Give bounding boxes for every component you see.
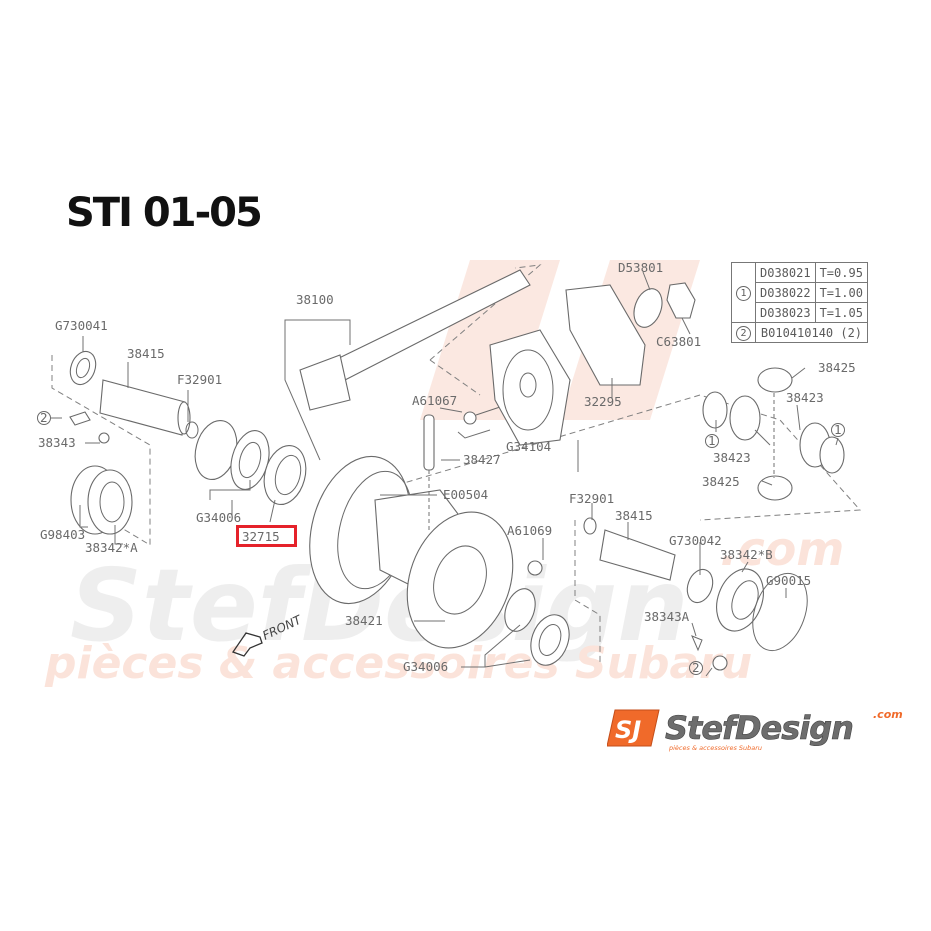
callout-1: 1 [736, 285, 751, 301]
label-C63801: C63801 [656, 334, 701, 349]
shim-thickness: T=1.00 [814, 282, 868, 303]
shim-part: D038021 [755, 262, 816, 283]
label-E00504: E00504 [443, 487, 488, 502]
table-row: 1 D038021 T=0.95 [731, 262, 868, 323]
label-38342B: 38342*B [720, 547, 773, 562]
label-32715: 32715 [242, 529, 280, 544]
logo-tagline: pièces & accessoires Subaru [668, 744, 762, 752]
label-38425-bottom: 38425 [702, 474, 740, 489]
label-38427: 38427 [463, 452, 501, 467]
callout-2-right: 2 [692, 660, 700, 675]
label-D53801: D53801 [618, 260, 663, 275]
logo-mark: SJ [615, 716, 641, 744]
label-38423-left: 38423 [713, 450, 751, 465]
shim-thickness: T=1.05 [814, 302, 868, 323]
label-G730042: G730042 [669, 533, 722, 548]
watermark-tagline: pièces & accessoires Subaru [44, 638, 752, 689]
callout-1-right: 1 [834, 422, 842, 437]
shim-table: 1 D038021 T=0.95 D038022 T=1.00 D038023 … [731, 262, 868, 343]
label-32295: 32295 [584, 394, 622, 409]
label-38342A: 38342*A [85, 540, 138, 555]
label-38415: 38415 [127, 346, 165, 361]
table-row: D038022 T=1.00 [732, 282, 868, 303]
label-G90015: G90015 [766, 573, 811, 588]
label-38100: 38100 [296, 292, 334, 307]
label-A61069: A61069 [507, 523, 552, 538]
label-38425-top: 38425 [818, 360, 856, 375]
label-38421: 38421 [345, 613, 383, 628]
callout-2: 2 [40, 410, 48, 425]
shim-part: D038023 [755, 302, 816, 323]
logo-domain: .com [873, 708, 903, 721]
watermark-domain: .com [720, 522, 844, 576]
label-G34006: G34006 [196, 510, 241, 525]
callout-2: 2 [736, 325, 751, 341]
label-38423-right: 38423 [786, 390, 824, 405]
table-row: 2 B010410140 (2) [731, 322, 868, 343]
shim-thickness: T=0.95 [814, 262, 868, 283]
page-title: STI 01-05 [66, 190, 263, 236]
highlight-box-32715 [236, 525, 297, 547]
callout-1-left: 1 [708, 433, 716, 448]
logo-name: StefDesign [665, 709, 853, 747]
label-G34104: G34104 [506, 439, 551, 454]
shim-part: D038022 [755, 282, 816, 303]
label-F32901: F32901 [177, 372, 222, 387]
bolt-part: B010410140 (2) [755, 322, 868, 343]
label-38415-right: 38415 [615, 508, 653, 523]
label-38343A: 38343A [644, 609, 690, 624]
label-G98403: G98403 [40, 527, 85, 542]
label-G34006-bottom: G34006 [403, 659, 448, 674]
label-38343: 38343 [38, 435, 76, 450]
label-F32901-right: F32901 [569, 491, 614, 506]
stefdesign-logo: SJ StefDesign .com pièces & accessoires … [607, 708, 903, 752]
label-G730041: G730041 [55, 318, 108, 333]
label-A61067: A61067 [412, 393, 457, 408]
